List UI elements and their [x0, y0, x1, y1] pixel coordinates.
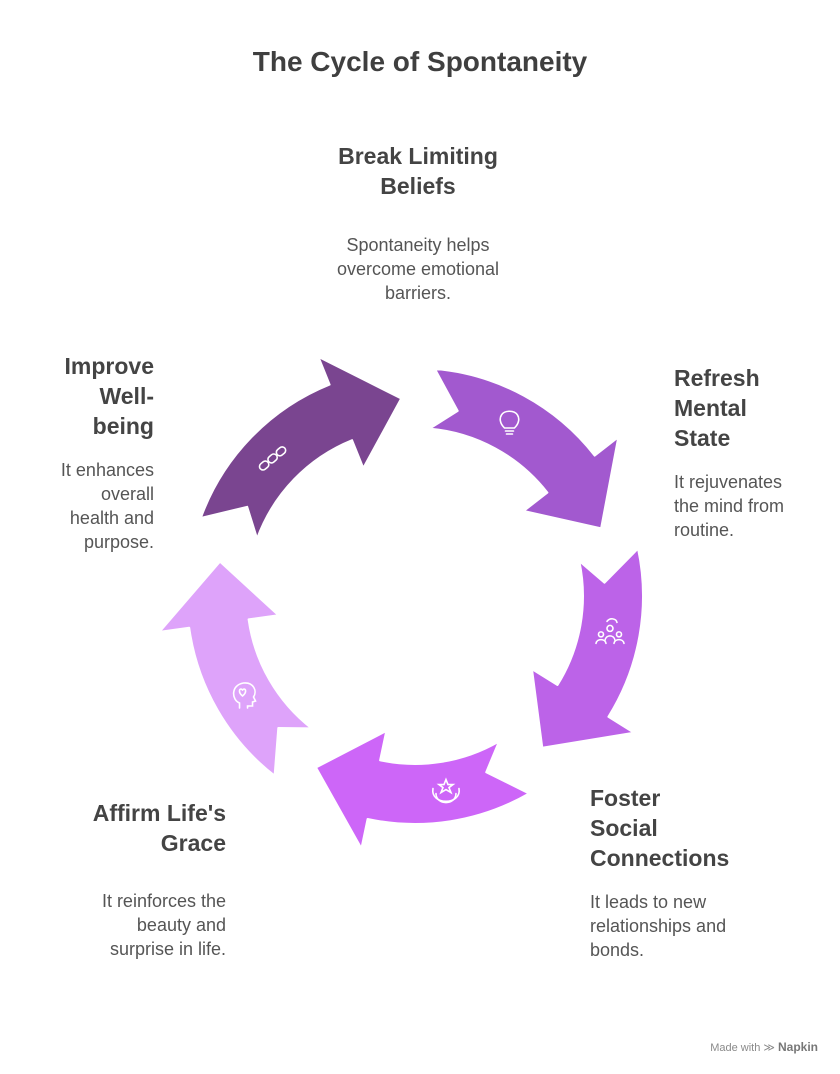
made-with-label: Made with [710, 1042, 761, 1054]
step-improve-well-being: Improve Well- being It enhances overall … [20, 351, 154, 554]
lightbulb-icon [499, 410, 520, 435]
chain-icon [258, 446, 287, 471]
step-heading-line: Mental [674, 395, 747, 421]
step-description-line: the mind from [674, 496, 785, 516]
made-with-napkin-badge: Made with ≫ Napkin [710, 1040, 818, 1054]
step-description: Spontaneity helps overcome emotional bar… [300, 233, 536, 305]
cycle-arrow-segment [199, 355, 403, 540]
step-description: It enhances overall health and purpose. [20, 458, 154, 554]
step-heading-line: Improve [64, 353, 154, 379]
step-description-line: purpose. [83, 532, 154, 552]
step-description-line: overall [100, 484, 154, 504]
step-heading: Refresh Mental State [674, 363, 824, 453]
step-description-line: health and [69, 508, 154, 528]
step-description-line: It leads to new [590, 892, 707, 912]
step-affirm-lifes-grace: Affirm Life's Grace It reinforces the be… [46, 798, 226, 961]
step-heading-line: Refresh [674, 365, 760, 391]
step-description-line: beauty and [136, 915, 226, 935]
step-description-line: bonds. [590, 940, 645, 960]
step-description-line: It reinforces the [101, 891, 226, 911]
step-description-line: overcome emotional [336, 259, 500, 279]
step-heading: Improve Well- being [20, 351, 154, 441]
step-foster-social-connections: Foster Social Connections It leads to ne… [590, 783, 810, 962]
cycle-arrow-segment [315, 730, 530, 850]
napkin-logo-icon: ≫ [763, 1042, 775, 1054]
step-description-line: Spontaneity helps [346, 235, 490, 255]
step-heading-line: Grace [160, 830, 226, 856]
step-heading-line: Social [590, 815, 658, 841]
step-heading-line: Well- [99, 383, 154, 409]
cycle-arrow-segment [531, 547, 644, 749]
people-network-icon [595, 618, 625, 645]
step-description-line: It rejuvenates [674, 472, 783, 492]
step-heading-line: Affirm Life's [92, 800, 226, 826]
step-description: It reinforces the beauty and surprise in… [46, 889, 226, 961]
star-hand-icon [432, 777, 460, 804]
step-description: It rejuvenates the mind from routine. [674, 470, 824, 542]
step-description-line: surprise in life. [109, 939, 226, 959]
step-heading-line: Foster [590, 785, 661, 811]
step-heading-line: Beliefs [380, 173, 456, 199]
napkin-brand: Napkin [777, 1040, 818, 1054]
step-heading-line: Connections [590, 845, 730, 871]
step-break-limiting-beliefs: Break Limiting Beliefs Spontaneity helps… [300, 141, 536, 305]
head-heart-icon [232, 682, 257, 709]
step-heading-line: Break Limiting [338, 143, 498, 169]
step-heading-line: State [674, 425, 731, 451]
step-heading: Affirm Life's Grace [46, 798, 226, 858]
diagram-title: The Cycle of Spontaneity [252, 46, 588, 77]
step-heading: Break Limiting Beliefs [300, 141, 536, 201]
step-description-line: barriers. [384, 283, 451, 303]
step-refresh-mental-state: Refresh Mental State It rejuvenates the … [674, 363, 824, 542]
step-description-line: relationships and [590, 916, 727, 936]
step-description: It leads to new relationships and bonds. [590, 890, 810, 962]
step-heading: Foster Social Connections [590, 783, 810, 873]
cycle-arrow-segment [158, 560, 313, 777]
step-heading-line: being [92, 413, 154, 439]
step-description-line: It enhances [60, 460, 154, 480]
cycle-arrow-segment [428, 367, 620, 530]
step-description-line: routine. [674, 520, 735, 540]
